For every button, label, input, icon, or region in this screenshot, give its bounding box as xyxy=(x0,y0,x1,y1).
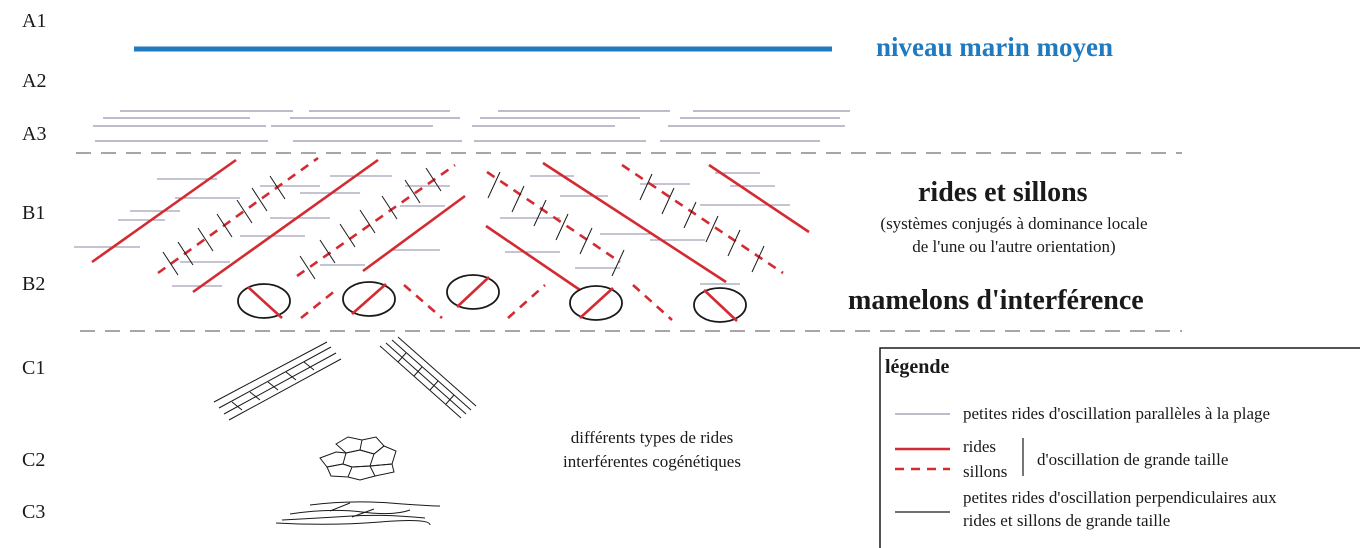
interfering-ripples-wavy xyxy=(275,501,441,526)
interfering-ripples-crosshatch xyxy=(213,336,477,421)
zone-label-a2: A2 xyxy=(22,70,46,92)
legend: légende petites rides d'oscillation para… xyxy=(879,347,1360,548)
zone-label-b1: B1 xyxy=(22,202,45,224)
zone-label-c2: C2 xyxy=(22,449,45,471)
cogenetic-note-line2: interférentes cogénétiques xyxy=(563,452,741,471)
interference-mounds xyxy=(237,274,747,323)
legend-large-oscillation-label: d'oscillation de grande taille xyxy=(1037,450,1228,469)
ridges-note-line2: de l'une ou l'autre orientation) xyxy=(912,237,1115,256)
zone-label-c3: C3 xyxy=(22,501,45,523)
zone-label-a1: A1 xyxy=(22,10,46,32)
legend-frame xyxy=(879,347,1360,548)
large-ridges-solid xyxy=(91,158,810,294)
parallel-small-ripples-a xyxy=(93,110,850,142)
interference-mounds-label: mamelons d'interférence xyxy=(848,285,1144,316)
interfering-ripples-polygonal xyxy=(319,436,397,481)
legend-ridges-label: rides xyxy=(963,437,996,456)
zone-label-c1: C1 xyxy=(22,357,45,379)
parallel-small-ripples-b xyxy=(74,172,790,287)
mean-sea-level-label: niveau marin moyen xyxy=(876,32,1113,62)
large-troughs-dashed xyxy=(157,156,784,321)
legend-troughs-label: sillons xyxy=(963,462,1007,481)
perpendicular-small-ripples xyxy=(162,167,765,280)
zone-label-a3: A3 xyxy=(22,123,46,145)
cogenetic-note-line1: différents types de rides xyxy=(571,428,734,447)
legend-perpendicular-line1: petites rides d'oscillation perpendicula… xyxy=(963,488,1277,507)
legend-title: légende xyxy=(885,356,950,378)
legend-perpendicular-line2: rides et sillons de grande taille xyxy=(963,511,1170,530)
legend-small-parallel-label: petites rides d'oscillation parallèles à… xyxy=(963,404,1270,423)
ridges-note-line1: (systèmes conjugés à dominance locale xyxy=(880,214,1147,233)
zone-label-b2: B2 xyxy=(22,273,45,295)
ridges-troughs-title: rides et sillons xyxy=(918,177,1088,208)
